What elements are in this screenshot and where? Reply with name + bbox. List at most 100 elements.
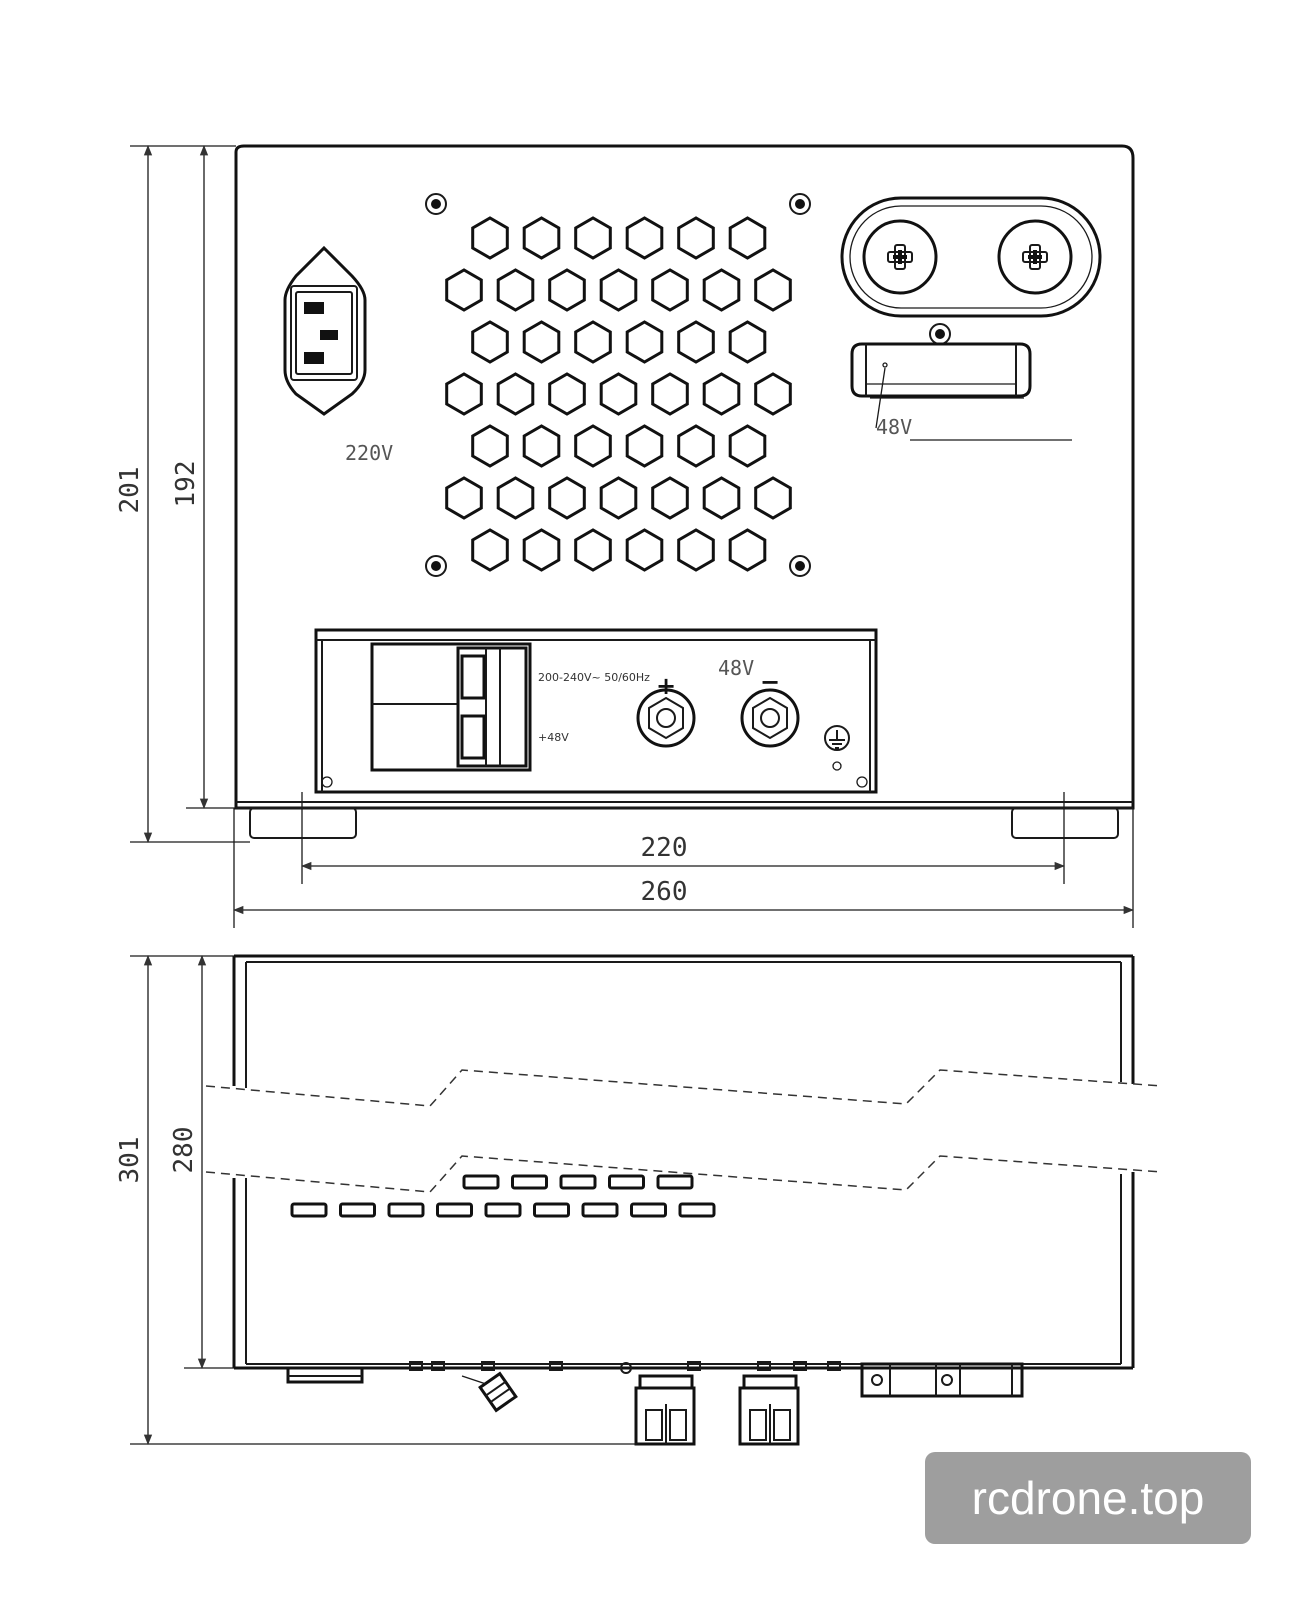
side-slot-vents xyxy=(290,1174,716,1218)
vent-hole xyxy=(728,528,767,572)
panel-terminal-positive xyxy=(636,688,696,748)
dim-front-width-overall: 260 xyxy=(641,877,688,907)
side-dimensions: 301 280 xyxy=(115,954,640,1446)
plus-screw-icon xyxy=(1022,244,1048,270)
terminal-bracket xyxy=(860,1362,1024,1398)
dim-front-height-outer: 201 xyxy=(115,467,145,514)
output-terminal-negative xyxy=(997,219,1073,295)
ground-symbol-icon xyxy=(824,725,850,771)
panel-terminal-negative xyxy=(740,688,800,748)
vent-hole xyxy=(496,372,535,416)
dim-side-depth-outer: 301 xyxy=(115,1137,145,1184)
vent-hole xyxy=(496,476,535,520)
rear-connectors xyxy=(286,1361,1024,1446)
vent-slot xyxy=(608,1174,645,1190)
vent-hole xyxy=(548,268,586,312)
break-line-upper xyxy=(205,1069,1163,1107)
vent-hole xyxy=(599,268,638,312)
xt-connector-right xyxy=(738,1374,800,1446)
circuit-breaker-switch xyxy=(370,642,532,772)
ac-input-label: 220V xyxy=(345,441,393,465)
vent-hole xyxy=(471,320,509,364)
dc-output-label: 48V xyxy=(876,415,912,439)
vent-slot xyxy=(484,1202,522,1218)
vent-hole xyxy=(651,476,689,520)
panel-dc-output-label: 48V xyxy=(718,656,754,680)
vent-hole xyxy=(471,216,509,260)
output-terminal-plate xyxy=(840,196,1102,318)
vent-hole xyxy=(677,320,715,364)
iec-power-inlet xyxy=(283,245,367,416)
vent-hole xyxy=(728,320,767,364)
vent-slot xyxy=(678,1202,716,1218)
vent-hole xyxy=(548,476,586,520)
vent-hole xyxy=(651,372,689,416)
vent-hole xyxy=(522,216,561,260)
xt-connector-left xyxy=(634,1374,696,1446)
front-dimensions: 201 192 220 260 xyxy=(115,144,1135,928)
vent-slot xyxy=(436,1202,473,1218)
vent-slot xyxy=(581,1202,619,1218)
vent-slot xyxy=(533,1202,570,1218)
front-foot-right xyxy=(1011,807,1119,839)
front-view: 220V xyxy=(115,144,1135,928)
vent-hole xyxy=(599,372,638,416)
vent-hole xyxy=(445,372,483,416)
vent-hole xyxy=(496,268,535,312)
rating-label: 200-240V~ 50/60Hz xyxy=(538,671,650,684)
vent-hole xyxy=(754,372,792,416)
vent-hole xyxy=(599,476,638,520)
vent-hole xyxy=(574,320,612,364)
cable-gland xyxy=(478,1371,518,1413)
vent-hole xyxy=(625,528,664,572)
plus-screw-icon xyxy=(887,244,913,270)
vent-hole xyxy=(574,528,612,572)
vent-hole xyxy=(754,476,792,520)
vent-hole xyxy=(445,476,483,520)
vent-hole xyxy=(625,320,664,364)
vent-hole xyxy=(625,216,664,260)
vent-hole xyxy=(574,424,612,468)
vent-hole xyxy=(677,424,715,468)
vent-hole xyxy=(702,476,741,520)
dim-front-width-feet: 220 xyxy=(641,833,688,863)
vent-hole xyxy=(522,528,561,572)
vent-hole xyxy=(754,268,792,312)
vent-hole xyxy=(625,424,664,468)
vent-hole xyxy=(677,528,715,572)
vent-slot xyxy=(559,1174,597,1190)
vent-hole xyxy=(677,216,715,260)
front-foot-left xyxy=(249,807,357,839)
control-panel: 200-240V~ 50/60Hz +48V 48V + − xyxy=(314,628,878,794)
dim-front-height-inner: 192 xyxy=(171,461,201,508)
vent-hole xyxy=(728,216,767,260)
vent-hole xyxy=(522,424,561,468)
fan-mount-screws xyxy=(425,193,811,577)
vent-hole xyxy=(702,372,741,416)
dc-connector xyxy=(850,342,1032,429)
vent-slot xyxy=(462,1174,500,1190)
output-terminal-positive xyxy=(862,219,938,295)
hex-vent-grille xyxy=(445,216,792,572)
vent-hole xyxy=(702,268,741,312)
front-enclosure-outline xyxy=(234,144,1135,810)
vent-hole xyxy=(548,372,586,416)
vent-slot xyxy=(290,1202,328,1218)
breaker-note-label: +48V xyxy=(538,731,569,744)
vent-slot xyxy=(387,1202,425,1218)
dim-side-depth-inner: 280 xyxy=(169,1127,199,1174)
vent-slot xyxy=(339,1202,376,1218)
side-view: 301 280 xyxy=(115,954,1163,1446)
watermark-badge: rcdrone.top xyxy=(925,1452,1251,1544)
vent-hole xyxy=(651,268,689,312)
positive-sign: + xyxy=(656,672,676,700)
vent-slot xyxy=(511,1174,548,1190)
vent-hole xyxy=(522,320,561,364)
vent-hole xyxy=(574,216,612,260)
vent-hole xyxy=(445,268,483,312)
break-line-lower xyxy=(205,1155,1163,1193)
vent-slot xyxy=(656,1174,694,1190)
vent-hole xyxy=(471,528,509,572)
vent-hole xyxy=(471,424,509,468)
